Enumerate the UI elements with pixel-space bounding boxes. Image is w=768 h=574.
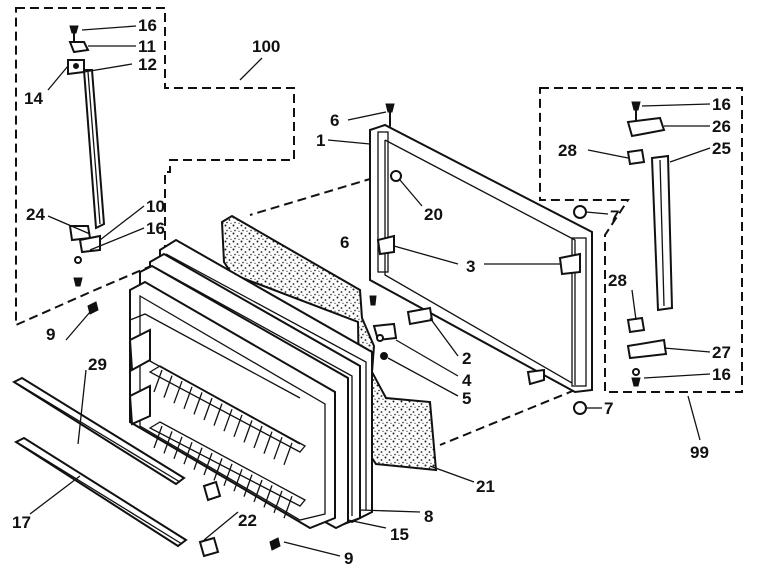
slat	[243, 420, 253, 443]
slat	[283, 442, 293, 466]
hinge-group-right-outline	[539, 87, 743, 393]
slat	[203, 452, 213, 476]
label-22: 22	[238, 511, 257, 530]
shelf-slats	[153, 369, 293, 519]
bracket-2	[406, 306, 434, 326]
label-21: 21	[476, 477, 495, 496]
label-16: 16	[146, 219, 165, 238]
label-20: 20	[424, 205, 443, 224]
label-7: 7	[610, 207, 619, 226]
slat	[193, 447, 203, 470]
slat	[153, 369, 163, 393]
label-11: 11	[138, 37, 156, 56]
label-26: 26	[712, 117, 731, 136]
hinge-26	[626, 116, 666, 138]
slat	[163, 431, 173, 454]
label-9: 9	[46, 325, 55, 344]
screw-9-left	[87, 301, 99, 315]
label-6: 6	[340, 233, 349, 252]
slat	[223, 408, 233, 432]
label-24: 24	[26, 205, 45, 224]
leader-lines	[29, 25, 711, 557]
label-9: 9	[344, 549, 353, 568]
label-29: 29	[88, 355, 107, 374]
clip-22-a	[202, 480, 222, 502]
guide-line	[249, 169, 401, 216]
label-27: 27	[712, 343, 731, 362]
label-6: 6	[330, 111, 339, 130]
label-1: 1	[316, 131, 325, 150]
slat	[213, 458, 223, 481]
slat	[283, 495, 293, 519]
slat	[233, 414, 243, 438]
gasket-17	[13, 436, 188, 548]
label-99: 99	[690, 443, 709, 462]
label-17: 17	[12, 513, 31, 532]
label-28: 28	[558, 141, 577, 160]
hinge-3-left	[376, 234, 395, 256]
slat	[243, 474, 253, 497]
label-10: 10	[146, 197, 165, 216]
slat	[183, 386, 193, 410]
slat	[203, 397, 213, 421]
label-16: 16	[138, 16, 157, 35]
hinge-group-left-outline	[15, 7, 295, 327]
guide-line	[439, 389, 576, 446]
label-28: 28	[608, 271, 627, 290]
shim-28-low	[626, 316, 646, 334]
gasket-29	[11, 376, 186, 486]
label-25: 25	[712, 139, 731, 158]
hinge-27	[626, 338, 668, 360]
label-4: 4	[462, 371, 472, 390]
screw-6-top	[385, 103, 395, 113]
insulation-21	[220, 214, 438, 472]
right-hinge-assembly	[626, 101, 674, 387]
slat	[173, 436, 183, 460]
label-16: 16	[712, 95, 731, 114]
cap-7-top	[573, 205, 587, 219]
bushing-11	[68, 41, 90, 54]
slat	[253, 479, 263, 503]
door-liner-shelves	[128, 280, 336, 530]
slat	[193, 392, 203, 415]
screw-6-low	[369, 295, 377, 306]
label-15: 15	[390, 525, 409, 544]
label-12: 12	[138, 55, 157, 74]
slat	[263, 485, 273, 508]
label-2: 2	[462, 349, 471, 368]
label-5: 5	[462, 389, 471, 408]
screw-16-low	[74, 256, 82, 264]
callout-labels: 100 16 11 12 14 10 24 16 9 29 17 22 9 15…	[12, 16, 731, 568]
slat	[273, 490, 283, 514]
label-3: 3	[466, 257, 475, 276]
slat	[223, 463, 233, 487]
label-8: 8	[424, 507, 433, 526]
stop-20	[390, 170, 402, 182]
screw-5	[380, 352, 388, 360]
slat	[263, 431, 273, 454]
screw-9-bottom	[269, 537, 281, 551]
label-14: 14	[24, 89, 43, 108]
slat	[183, 441, 193, 465]
clip-22-b	[198, 536, 220, 558]
screw-16-top	[69, 25, 79, 34]
slat	[233, 468, 243, 492]
rear-panel-1	[369, 103, 593, 415]
slat	[253, 425, 263, 449]
label-16: 16	[712, 365, 731, 384]
slat	[273, 436, 283, 460]
shim-28-top	[626, 148, 646, 166]
slat	[173, 380, 183, 404]
cap-7-bottom	[573, 401, 587, 415]
hinge-3-right	[558, 252, 581, 276]
slat	[153, 425, 163, 449]
label-7: 7	[604, 399, 613, 418]
label-100: 100	[252, 37, 280, 56]
slat	[213, 403, 223, 426]
slat	[163, 375, 173, 398]
